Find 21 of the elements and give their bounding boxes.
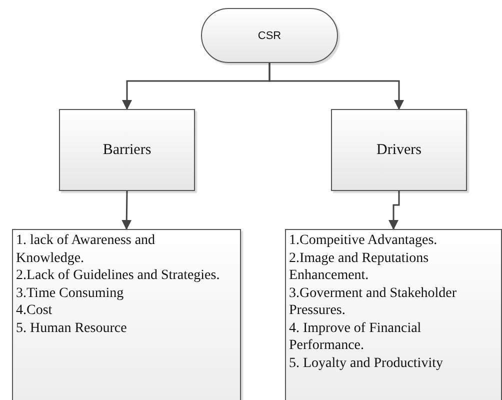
list-item: 4.Cost bbox=[16, 302, 54, 320]
arrow bbox=[122, 190, 132, 230]
node-label: Drivers bbox=[376, 142, 422, 158]
node-label: Barriers bbox=[102, 142, 152, 158]
arrow bbox=[268, 63, 404, 110]
list-item: 1.Compeitive Advantages. bbox=[289, 232, 438, 250]
terminal-shape bbox=[201, 8, 338, 63]
list-item: 3.Time Consuming bbox=[16, 284, 125, 302]
list-item: 5. Human Resource bbox=[16, 320, 128, 337]
process-box bbox=[59, 109, 195, 191]
list-item: 3.Goverment and Stakeholder Pressures. bbox=[289, 284, 458, 320]
list-box bbox=[285, 229, 502, 400]
arrow bbox=[388, 191, 400, 230]
node-label: CSR bbox=[258, 30, 282, 42]
list-box bbox=[12, 229, 241, 400]
list-item: 1. lack of Awareness and Knowledge. bbox=[16, 232, 156, 267]
list-item: 2.Image and Reputations Enhancement. bbox=[289, 250, 430, 284]
list-item: 2.Lack of Guidelines and Strategies. bbox=[16, 267, 221, 284]
process-box bbox=[331, 109, 467, 191]
list-item: 4. Improve of Financial Performance. bbox=[289, 320, 422, 354]
list-item: 5. Loyalty and Productivity bbox=[289, 354, 444, 372]
